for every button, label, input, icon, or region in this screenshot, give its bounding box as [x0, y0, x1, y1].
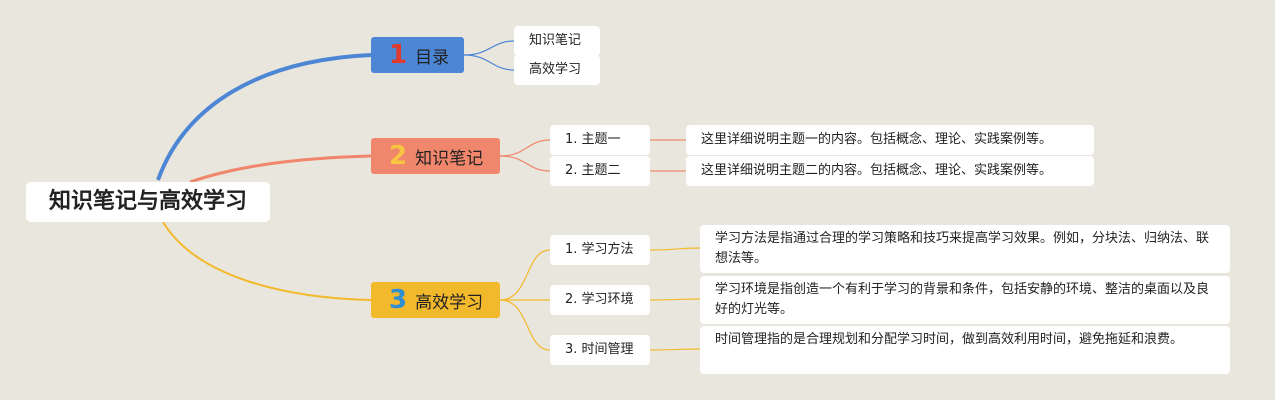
link-notes-topic-1	[499, 139, 551, 157]
branch-notes[interactable]: 2 知识笔记	[371, 138, 500, 174]
root-node[interactable]: 知识笔记与高效学习	[26, 182, 270, 222]
learning-topic-methods[interactable]: 1. 学习方法	[550, 235, 650, 265]
notes-detail-1[interactable]: 这里详细说明主题一的内容。包括概念、理论、实践案例等。	[686, 125, 1094, 155]
branch-label: 知识笔记	[415, 148, 484, 169]
link-learning-detail-1	[649, 247, 701, 251]
branch-number-badge: 2	[389, 141, 408, 171]
catalog-item-learning[interactable]: 高效学习	[514, 55, 600, 85]
link-learning-topic-3	[499, 299, 551, 351]
link-root-catalog	[156, 53, 372, 181]
link-learning-topic-1	[499, 249, 551, 301]
link-root-learning	[162, 221, 372, 301]
branch-label: 高效学习	[415, 292, 484, 313]
link-learning-detail-2	[649, 298, 701, 301]
link-catalog-item-2	[463, 54, 515, 71]
notes-detail-2[interactable]: 这里详细说明主题二的内容。包括概念、理论、实践案例等。	[686, 156, 1094, 186]
notes-topic-1[interactable]: 1. 主题一	[550, 125, 650, 155]
learning-topic-time[interactable]: 3. 时间管理	[550, 335, 650, 365]
learning-topic-environment[interactable]: 2. 学习环境	[550, 285, 650, 315]
link-notes-topic-2	[499, 155, 551, 172]
learning-detail-methods[interactable]: 学习方法是指通过合理的学习策略和技巧来提高学习效果。例如，分块法、归纳法、联想法…	[700, 225, 1230, 273]
branch-learning[interactable]: 3 高效学习	[371, 282, 500, 318]
branch-catalog[interactable]: 1 目录	[371, 37, 464, 73]
branch-number-badge: 3	[389, 285, 408, 315]
learning-detail-time[interactable]: 时间管理指的是合理规划和分配学习时间，做到高效利用时间，避免拖延和浪费。	[700, 326, 1230, 374]
notes-topic-2[interactable]: 2. 主题二	[550, 156, 650, 186]
branch-label: 目录	[415, 47, 450, 68]
link-catalog-item-1	[463, 40, 515, 56]
learning-detail-environment[interactable]: 学习环境是指创造一个有利于学习的背景和条件，包括安静的环境、整洁的桌面以及良好的…	[700, 276, 1230, 324]
catalog-item-notes[interactable]: 知识笔记	[514, 26, 600, 56]
link-learning-detail-3	[649, 348, 701, 351]
branch-number-badge: 1	[389, 40, 408, 70]
link-root-notes	[189, 154, 372, 184]
